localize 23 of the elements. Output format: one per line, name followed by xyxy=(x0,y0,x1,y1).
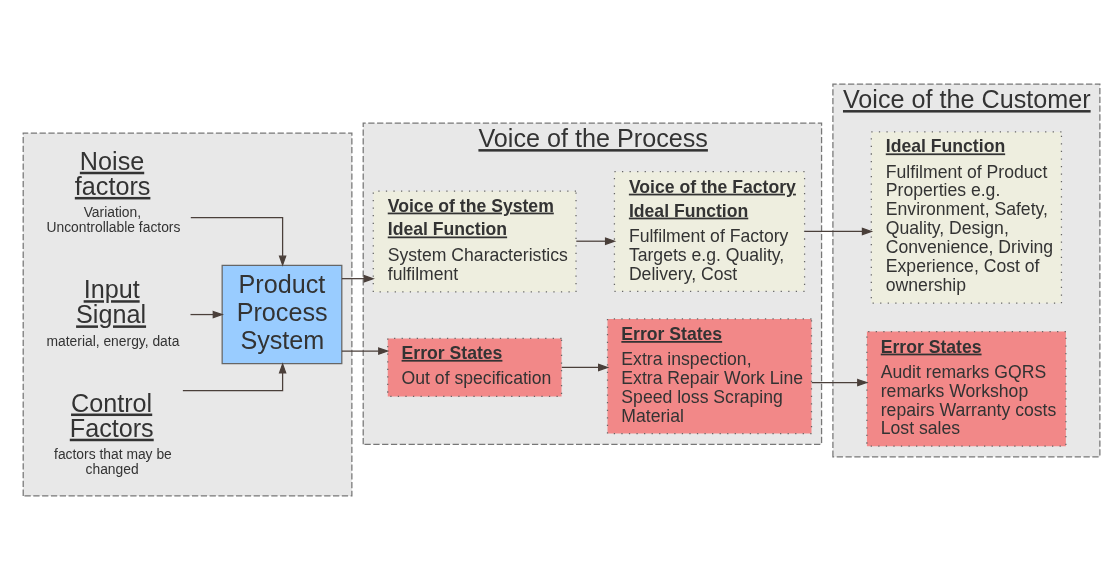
node-box: Error States Extra inspection, Extra Repair Work Line Speed loss Scraping Material xyxy=(606,318,813,435)
arrow xyxy=(189,310,224,319)
node-label: Variation, Uncontrollable factors xyxy=(46,204,181,236)
node-box: Product Process System xyxy=(221,264,343,365)
arrow xyxy=(575,237,617,246)
node-label: material, energy, data xyxy=(46,332,180,349)
arrow xyxy=(341,347,390,356)
node-text: Control Factors xyxy=(69,388,154,442)
node-box: Error States Audit remarks GQRS remarks Workshop repairs Warranty costs Lost sales xyxy=(866,330,1067,447)
cluster xyxy=(22,132,353,497)
arrow xyxy=(182,362,287,392)
arrow xyxy=(190,216,287,267)
arrow xyxy=(341,274,375,283)
arrow xyxy=(811,378,869,387)
node-box: Voice of the System Ideal Function System Characteristics fulfilment xyxy=(372,190,577,293)
node-label: factors that may be changed xyxy=(54,446,172,478)
arrow xyxy=(804,227,874,236)
node-box: Voice of the Factory Ideal Function Fulfilment of Factory Targets e.g. Quality, Delivery, Cost xyxy=(613,171,806,292)
node-text: Noise factors xyxy=(74,146,151,200)
node-box: Error States Out of specification xyxy=(387,337,563,398)
arrow xyxy=(561,363,610,372)
node-box: Ideal Function Fulfilment of Product Properties e.g. Environment, Safety, Quality, Design, Convenience, Driving Experience, Cost of ownership xyxy=(870,131,1063,304)
node-text: Input Signal xyxy=(76,275,147,329)
